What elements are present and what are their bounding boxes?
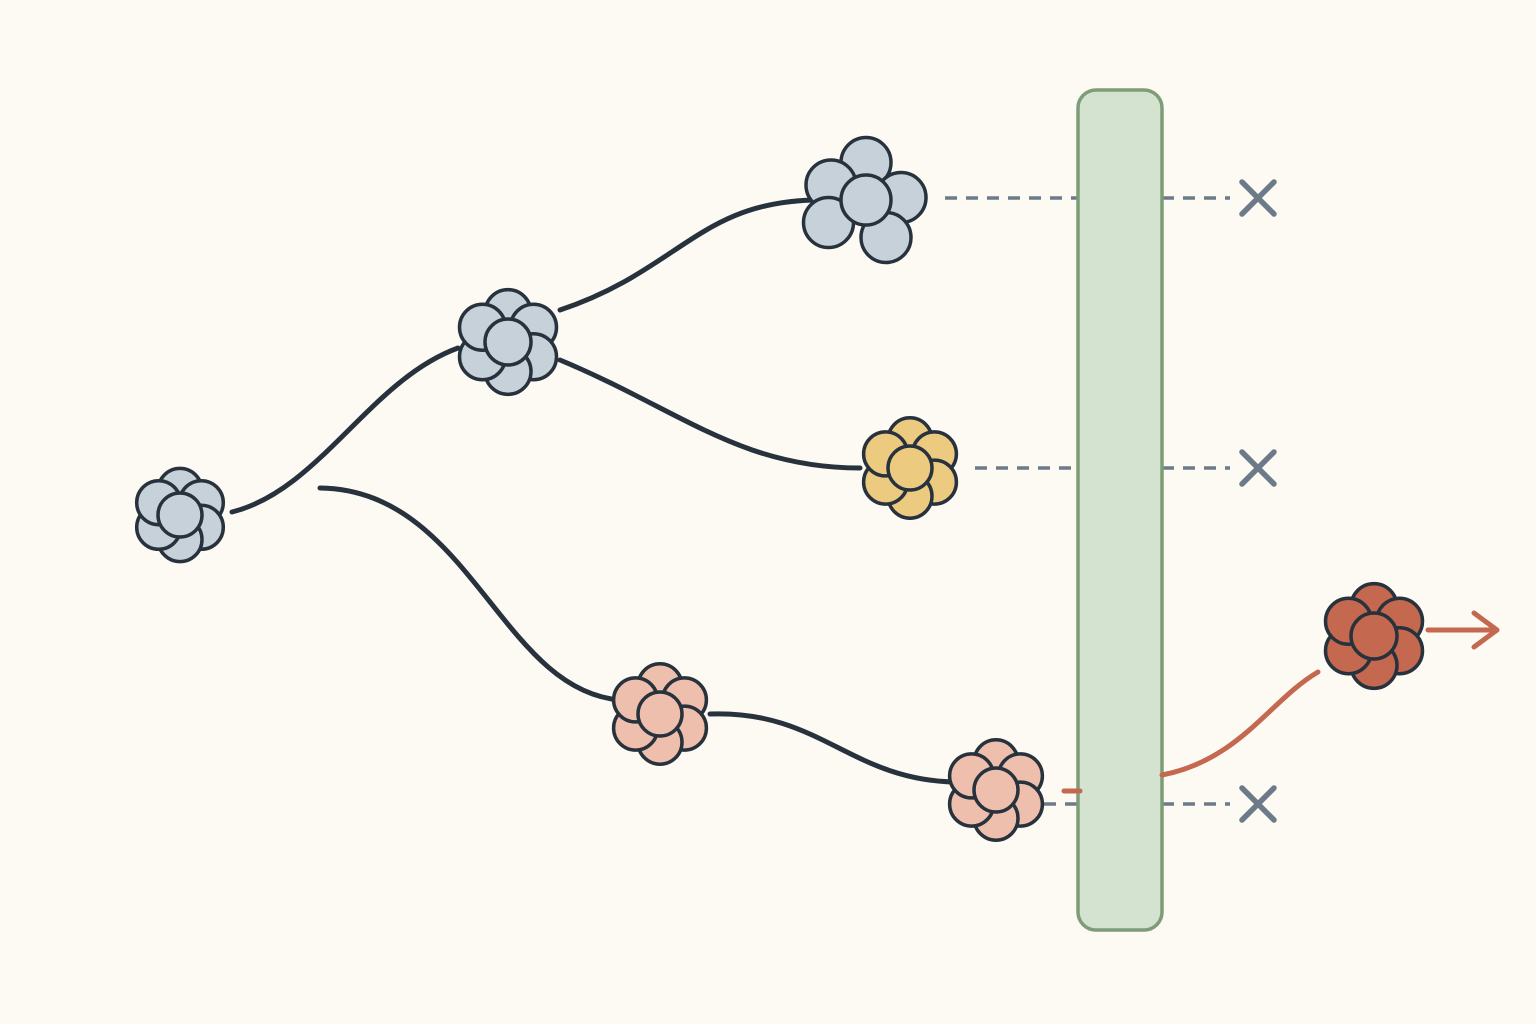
cell-circle [972, 766, 1020, 814]
branch-root-to-upper [229, 345, 461, 515]
cell-cluster-escaped [1323, 581, 1425, 691]
cell-cluster-root [134, 466, 226, 564]
branch-upper-to-middle [557, 357, 863, 471]
cell-cluster-middle-tip [861, 416, 959, 520]
cell-circle [156, 491, 204, 539]
x-mark-icon [1239, 785, 1277, 823]
cell-circle [886, 444, 934, 492]
x-mark-icon [1239, 449, 1277, 487]
branch-lower-to-bottom [707, 711, 958, 785]
blocked-marks [1239, 179, 1277, 823]
cell-cluster-top-tip [801, 135, 928, 265]
cell-circle [1349, 611, 1399, 661]
dashed-connectors [945, 196, 1230, 806]
cell-circle [636, 690, 684, 738]
branch-root-to-lower [317, 485, 623, 703]
arrow-right-icon [1471, 610, 1500, 650]
escape-path [1061, 610, 1500, 794]
branch-lines [229, 197, 958, 785]
barrier [1076, 88, 1164, 932]
branch-upper-to-top [557, 197, 823, 313]
cell-cluster-branch-upper-node [457, 287, 559, 397]
escape-curve [1159, 669, 1321, 778]
cell-circle [839, 173, 893, 227]
cell-circle [483, 317, 533, 367]
cell-cluster-bottom-tip [947, 738, 1045, 842]
cell-cluster-lower-node [611, 662, 709, 766]
x-mark-icon [1239, 179, 1277, 217]
